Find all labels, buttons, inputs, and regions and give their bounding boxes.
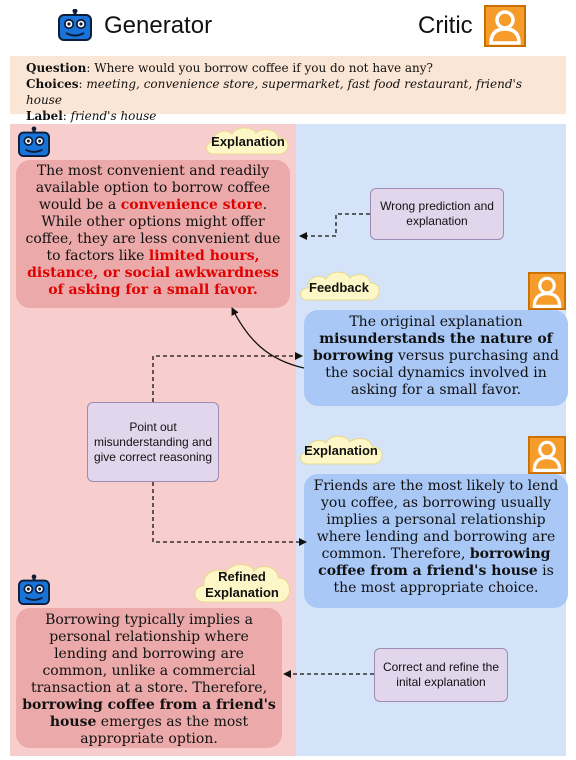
choices-text: meeting, convenience store, supermarket,… <box>26 77 522 107</box>
feedback-tag: Feedback <box>309 280 369 295</box>
refined-explanation-cloud <box>194 564 290 603</box>
robot-icon <box>18 574 50 606</box>
wrong-prediction-note: Wrong prediction and explanation <box>370 188 504 240</box>
critic-explanation-text-2: is the most appropriate choice. <box>333 563 554 596</box>
question-text: Where would you borrow coffee if you do … <box>94 61 433 75</box>
generator-explanation-highlight-1: convenience store <box>120 197 263 213</box>
refined-explanation-text-1: Borrowing typically implies a personal r… <box>30 612 268 696</box>
label-key: Label <box>26 109 63 123</box>
critic-explanation-bubble: Friends are the most likely to lend you … <box>304 474 568 608</box>
critic-explanation-cloud <box>300 435 383 465</box>
question-key: Question <box>26 61 87 75</box>
explanation-cloud <box>206 127 289 155</box>
generator-explanation-text-2: . While other options might offer coffee… <box>25 197 281 264</box>
generator-explanation-text-1: The most convenient and readily availabl… <box>35 163 271 213</box>
critic-feedback-highlight-1: misunderstands the nature of borrowing <box>312 331 553 364</box>
critic-explanation-highlight-1: borrowing coffee from a friend's house <box>318 546 551 579</box>
robot-icon <box>18 126 50 158</box>
point-out-note: Point out misunderstanding and give corr… <box>87 402 219 482</box>
person-icon <box>528 272 566 310</box>
refined-explanation-text-2: emerges as the most appropriate option. <box>80 714 249 747</box>
generator-explanation-highlight-2: limited hours, distance, or social awkwa… <box>27 248 279 298</box>
person-icon <box>484 5 526 47</box>
critic-explanation-text-1: Friends are the most likely to lend you … <box>313 478 559 562</box>
choices-key: Choices <box>26 77 79 91</box>
critic-label: Critic <box>418 12 473 39</box>
refined-explanation-highlight-1: borrowing coffee from a friend's house <box>22 697 276 730</box>
question-box: Question: Where would you borrow coffee … <box>10 56 566 123</box>
explanation-tag: Explanation <box>211 134 285 149</box>
label-text: friend's house <box>70 109 157 123</box>
robot-icon <box>58 9 92 41</box>
critic-feedback-bubble: The original explanation misunderstands … <box>304 310 568 406</box>
critic-explanation-tag: Explanation <box>304 443 378 458</box>
generator-label: Generator <box>104 12 213 39</box>
critic-feedback-text-2: versus purchasing and the social dynamic… <box>325 348 560 398</box>
refined-tag-line1: Refined <box>218 569 266 584</box>
feedback-cloud <box>300 271 380 301</box>
generator-explanation-bubble: The most convenient and readily availabl… <box>16 160 290 308</box>
critic-feedback-text-1: The original explanation <box>349 314 523 330</box>
refined-explanation-bubble: Borrowing typically implies a personal r… <box>16 608 282 748</box>
refined-tag-line2: Explanation <box>205 585 279 600</box>
person-icon <box>528 436 566 474</box>
refined-explanation-tag: Refined Explanation <box>190 569 294 601</box>
correct-refine-note: Correct and refine the inital explanatio… <box>374 648 508 702</box>
